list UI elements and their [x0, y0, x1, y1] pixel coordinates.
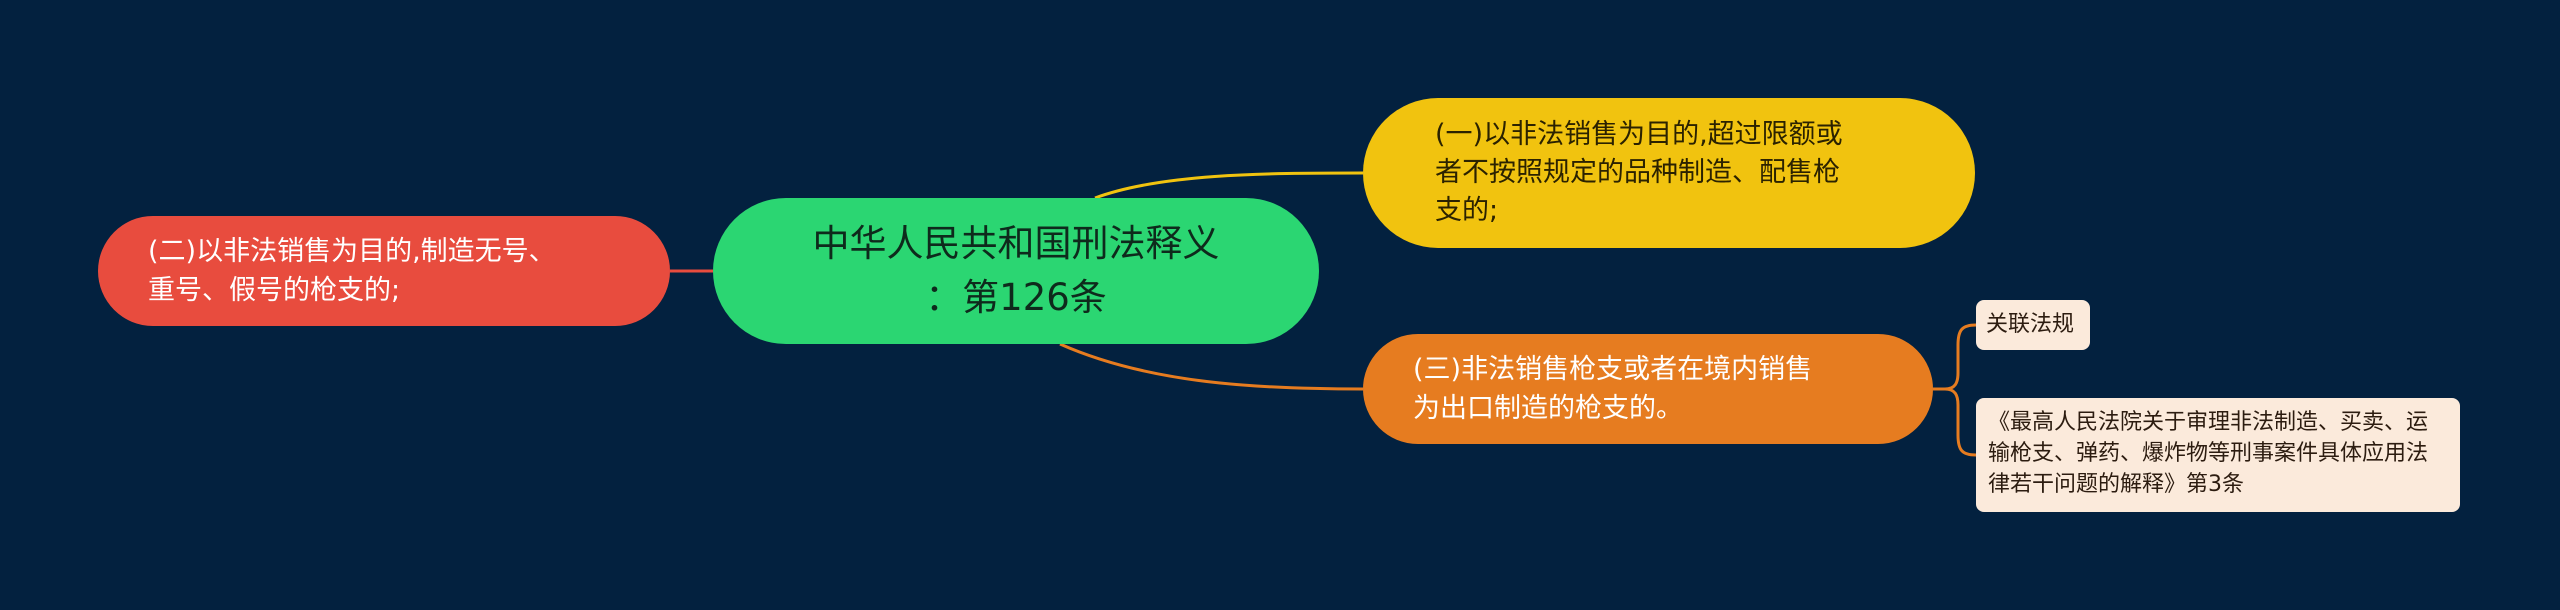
leaf-node-related-laws[interactable]: 关联法规 [1976, 300, 2090, 350]
root-topic-node[interactable]: 中华人民共和国刑法释义 ：第126条 [713, 198, 1319, 344]
branch-label-item-2: (二)以非法销售为目的,制造无号、 重号、假号的枪支的; [148, 236, 556, 306]
leaf-label-judicial-interpretation: 《最高人民法院关于审理非法制造、买卖、运 输枪支、弹药、爆炸物等刑事案件具体应用… [1988, 410, 2429, 497]
branch-node-item-3[interactable]: (三)非法销售枪支或者在境内销售 为出口制造的枪支的。 [1363, 334, 1933, 444]
connector-branch-leaf-1 [1933, 323, 1977, 391]
branch-node-item-1[interactable]: (一)以非法销售为目的,超过限额或 者不按照规定的品种制造、配售枪 支的; [1363, 98, 1975, 248]
connector-root-bottom-right [1059, 342, 1364, 391]
branch-label-item-1: (一)以非法销售为目的,超过限额或 者不按照规定的品种制造、配售枪 支的; [1435, 119, 1843, 226]
leaf-label-related-laws: 关联法规 [1986, 312, 2075, 337]
branch-label-item-3: (三)非法销售枪支或者在境内销售 为出口制造的枪支的。 [1413, 354, 1813, 424]
branch-node-item-2[interactable]: (二)以非法销售为目的,制造无号、 重号、假号的枪支的; [98, 216, 670, 326]
connector-root-top-right [1094, 171, 1364, 200]
connector-branch-leaf-2 [1944, 387, 1977, 457]
root-topic-label: 中华人民共和国刑法释义 ：第126条 [812, 222, 1220, 319]
leaf-node-judicial-interpretation[interactable]: 《最高人民法院关于审理非法制造、买卖、运 输枪支、弹药、爆炸物等刑事案件具体应用… [1976, 398, 2460, 512]
